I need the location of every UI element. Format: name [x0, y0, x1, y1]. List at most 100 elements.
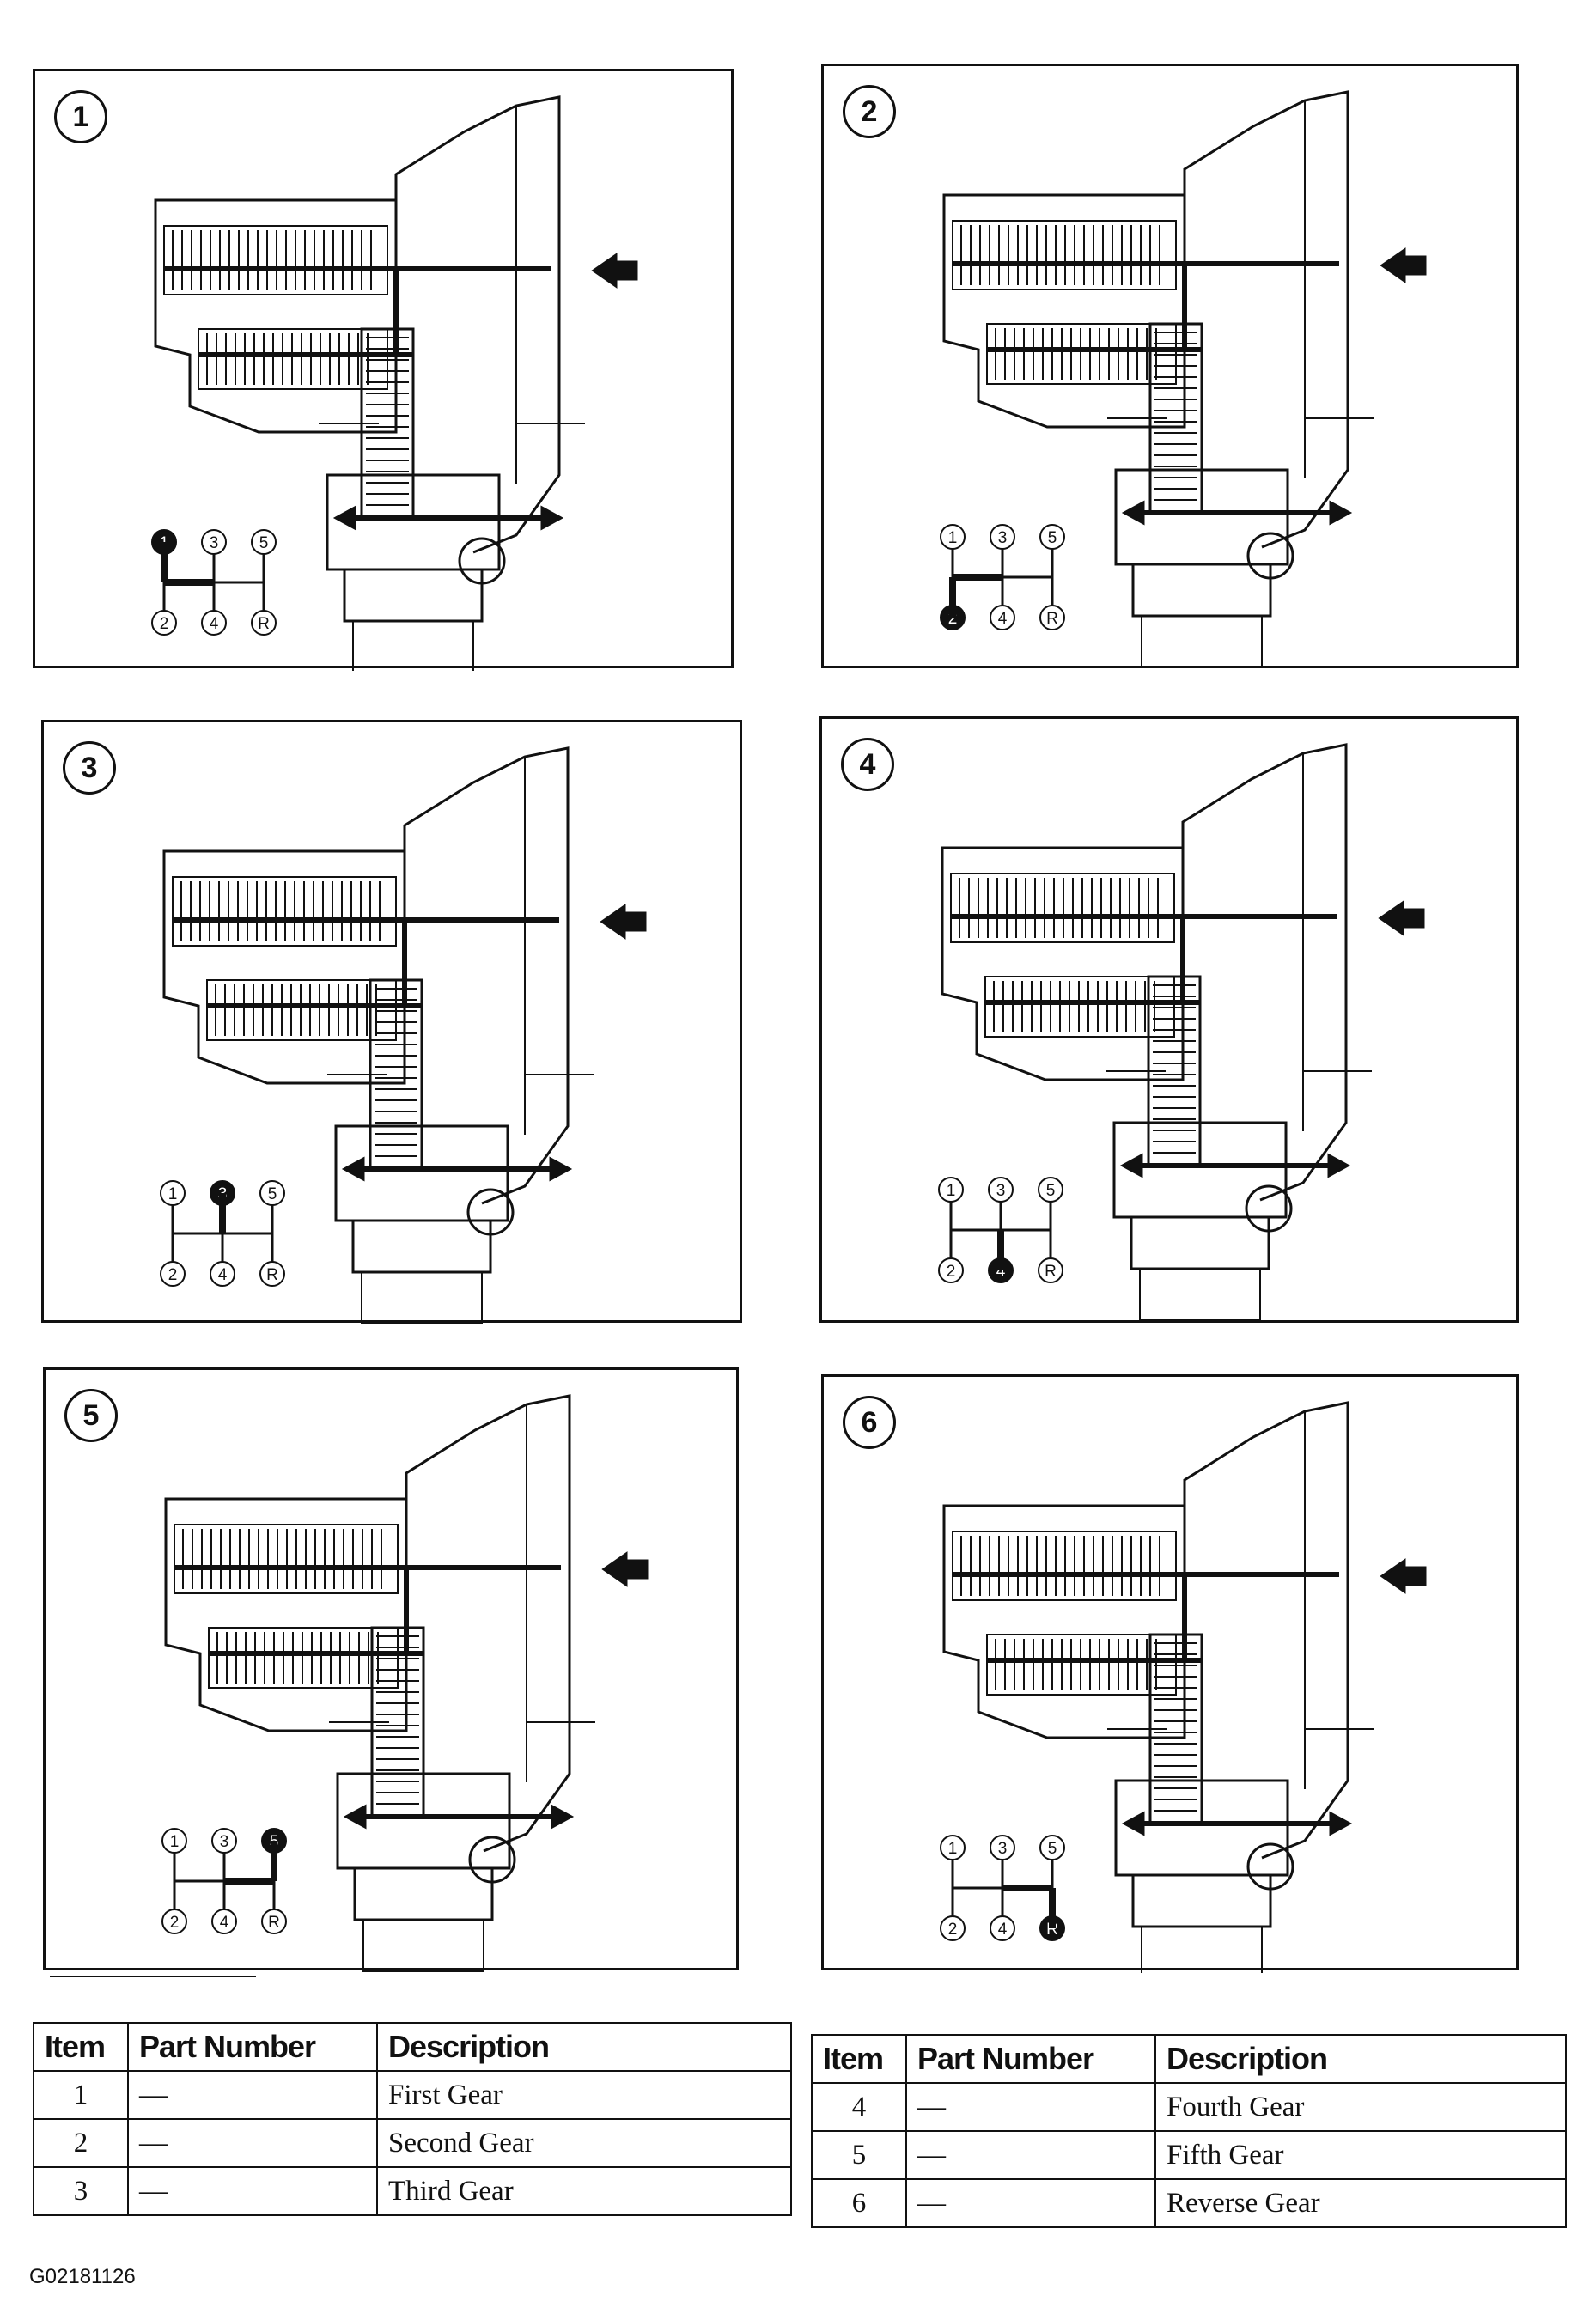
shift-label-5: 5: [1048, 1840, 1057, 1858]
description-cell: Fourth Gear: [1154, 2082, 1567, 2132]
shift-label-1: 1: [948, 529, 958, 547]
axle-arrow-left: [1121, 500, 1145, 526]
table-row: 6 — Reverse Gear: [811, 2178, 1567, 2228]
header-description: Description: [376, 2022, 792, 2072]
final-drive-teeth: [375, 988, 417, 1157]
legend-table-right: Item Part Number Description 4 — Fourth …: [811, 2034, 1567, 2228]
axle-arrow-right: [551, 1804, 575, 1830]
description-cell: Reverse Gear: [1154, 2178, 1567, 2228]
shift-position-3: [990, 524, 1015, 550]
description-cell: Third Gear: [376, 2166, 792, 2216]
transmission-drawing: [942, 90, 1427, 668]
transmission-drawing: [162, 746, 647, 1324]
shift-position-1: [940, 524, 966, 550]
part-number-cell: —: [127, 2070, 378, 2120]
shift-position-5: [1039, 1835, 1065, 1860]
part-number-cell: —: [905, 2130, 1156, 2180]
final-drive-teeth: [1153, 984, 1196, 1154]
panel-number-2: 2: [843, 85, 896, 138]
shift-position-1: [938, 1177, 964, 1203]
shift-position-3: [990, 1835, 1015, 1860]
header-description: Description: [1154, 2034, 1567, 2084]
shift-position-2: [161, 1909, 187, 1934]
transmission-drawing: [164, 1394, 649, 1972]
input-arrow: [1380, 247, 1427, 283]
table-row: 2 — Second Gear: [33, 2118, 792, 2168]
shift-position-4: [210, 1261, 235, 1287]
shift-label-4: 4: [996, 1263, 1006, 1281]
mount-bracket: [362, 1919, 484, 1972]
shift-label-1: 1: [168, 1185, 178, 1203]
mount-bracket: [1141, 615, 1263, 668]
final-drive-teeth: [366, 337, 409, 506]
upper-gear-cluster: [952, 1531, 1177, 1601]
shift-position-R: [259, 1261, 285, 1287]
shift-label-3: 3: [998, 529, 1008, 547]
bell-housing: [1183, 90, 1349, 549]
final-drive-teeth: [1154, 1642, 1197, 1812]
item-cell: 1: [33, 2070, 129, 2120]
upper-gear-cluster: [172, 876, 397, 947]
final-drive-teeth: [1154, 332, 1197, 501]
input-arrow: [601, 1551, 649, 1587]
bell-housing: [394, 95, 561, 554]
gearcase: [942, 193, 1186, 429]
shift-label-4: 4: [220, 1914, 229, 1932]
bell-housing: [1181, 743, 1348, 1202]
item-cell: 5: [811, 2130, 907, 2180]
axle-arrow-left: [332, 505, 356, 531]
shift-label-5: 5: [259, 534, 269, 552]
part-number-cell: —: [905, 2178, 1156, 2228]
axle-arrow-right: [540, 505, 564, 531]
shift-label-R: R: [1046, 610, 1058, 628]
gear-teeth: [172, 230, 372, 385]
legend-table-left: Item Part Number Description 1 — First G…: [33, 2022, 792, 2216]
bell-housing: [403, 746, 570, 1205]
shift-label-2: 2: [948, 610, 958, 628]
final-drive-teeth: [376, 1635, 419, 1805]
shift-position-2: [938, 1257, 964, 1283]
axle-arrow-right: [1329, 500, 1353, 526]
shift-position-3: [201, 529, 227, 555]
axle-arrow-left: [343, 1804, 367, 1830]
separator-rule: [50, 1976, 256, 1977]
gear-teeth: [960, 1536, 1160, 1690]
shift-position-3: [211, 1828, 237, 1854]
gear-teeth: [180, 881, 381, 1036]
shift-label-2: 2: [160, 615, 169, 633]
shift-position-4: [201, 610, 227, 636]
axle-arrow-left: [1121, 1811, 1145, 1836]
mount-bracket: [361, 1271, 483, 1324]
transmission-drawing: [941, 743, 1425, 1321]
header-part-number: Part Number: [905, 2034, 1156, 2084]
shift-position-5: [1039, 524, 1065, 550]
differential-housing: [326, 473, 501, 571]
shift-label-4: 4: [210, 615, 219, 633]
gear-teeth: [959, 878, 1159, 1032]
shift-position-R: [1038, 1257, 1063, 1283]
shift-position-1: [161, 1828, 187, 1854]
part-number-cell: —: [905, 2082, 1156, 2132]
transmission-drawing: [154, 95, 638, 671]
differential-housing: [1114, 468, 1289, 566]
item-cell: 3: [33, 2166, 129, 2216]
header-item: Item: [33, 2022, 129, 2072]
item-cell: 4: [811, 2082, 907, 2132]
part-number-cell: —: [127, 2166, 378, 2216]
shift-position-2: [160, 1261, 186, 1287]
header-part-number: Part Number: [127, 2022, 378, 2072]
table-row: 1 — First Gear: [33, 2070, 792, 2120]
shift-label-1: 1: [948, 1840, 958, 1858]
shift-label-1: 1: [170, 1833, 180, 1851]
shift-position-R: [251, 610, 277, 636]
shift-position-1: [940, 1835, 966, 1860]
item-cell: 2: [33, 2118, 129, 2168]
